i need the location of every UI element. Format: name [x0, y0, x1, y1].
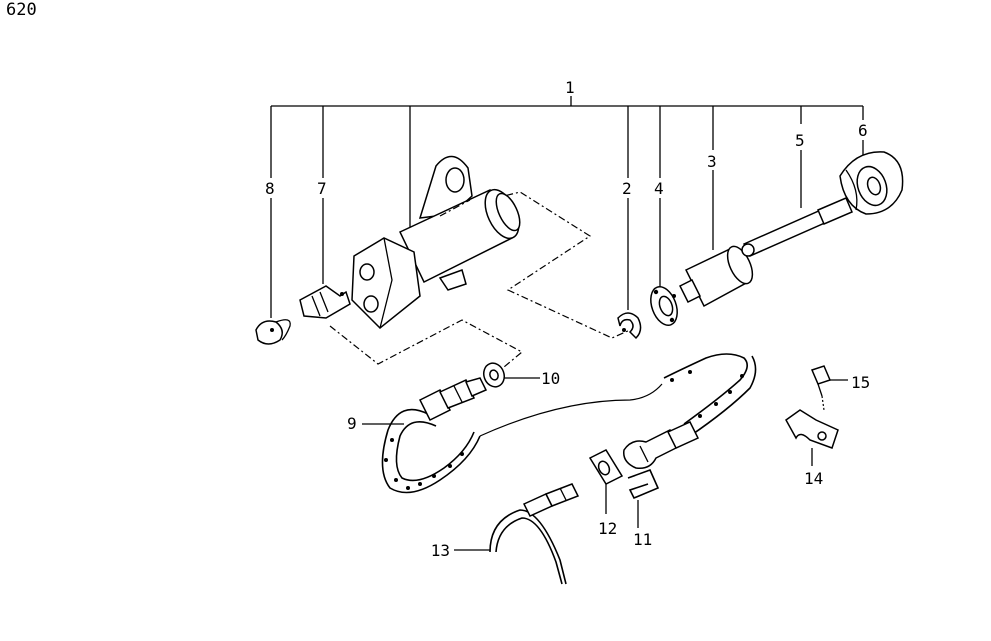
pushrod: [741, 197, 853, 257]
bleed-screw: [299, 285, 351, 319]
bolt: [810, 365, 848, 411]
callout-11: 11: [633, 530, 652, 549]
assembly-outline-upper: [447, 191, 631, 339]
callout-6: 6: [858, 121, 868, 140]
piston-seal: [650, 286, 678, 326]
washer: [482, 362, 540, 388]
callout-1: 1: [565, 78, 575, 97]
callout-4: 4: [654, 179, 664, 198]
group-bracket: [270, 96, 864, 318]
hose-clip: [627, 468, 660, 528]
callout-9: 9: [347, 414, 357, 433]
callout-12: 12: [598, 519, 617, 538]
page-number: 620: [6, 0, 37, 20]
dust-cap: [255, 319, 291, 345]
slave-cylinder: [351, 155, 521, 330]
callout-10: 10: [541, 369, 560, 388]
callout-5: 5: [795, 131, 805, 150]
callout-15: 15: [851, 373, 870, 392]
assembly-outline-lower: [329, 319, 524, 373]
callout-14: 14: [804, 469, 823, 488]
callout-8: 8: [265, 179, 275, 198]
callout-13: 13: [431, 541, 450, 560]
circlip: [617, 312, 642, 340]
callout-3: 3: [707, 152, 717, 171]
mounting-bracket: [785, 409, 839, 466]
callout-7: 7: [317, 179, 327, 198]
brake-pipe: [454, 483, 580, 585]
flexible-hose: [362, 353, 757, 494]
dust-boot: [839, 151, 904, 215]
callout-labels: 1 2 3 4 5 6 7 8 9 10 11 12 13 14 15: [265, 78, 870, 560]
callout-2: 2: [622, 179, 632, 198]
retaining-plate: [588, 449, 624, 514]
